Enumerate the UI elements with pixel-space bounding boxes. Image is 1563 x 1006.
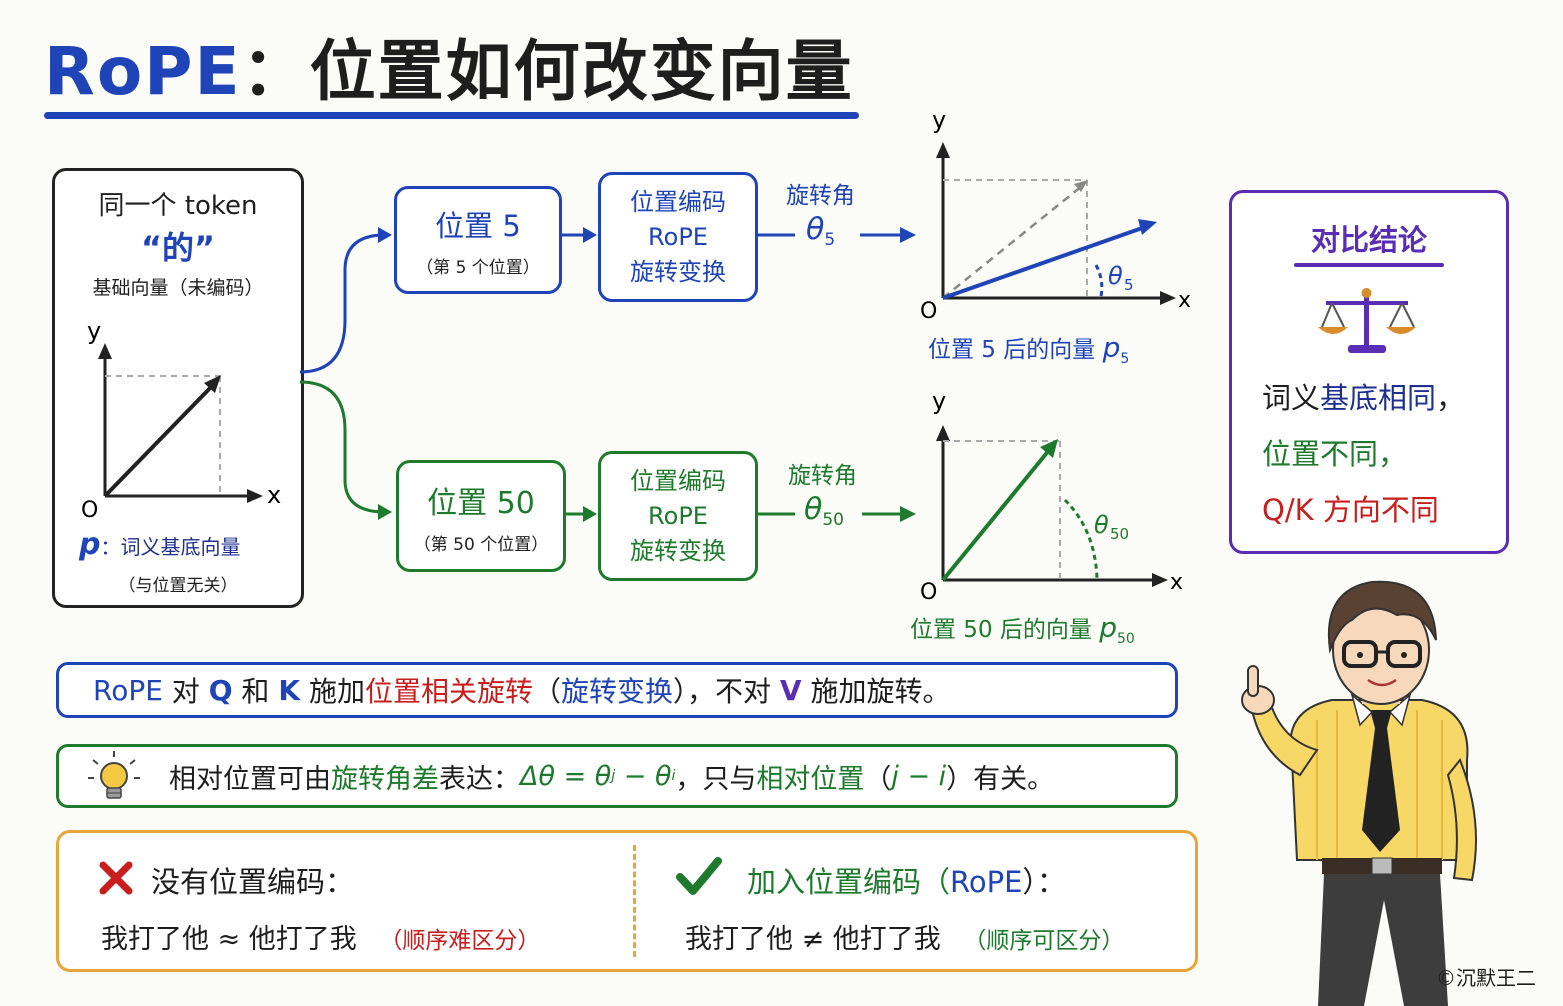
svg-text:O: O <box>920 580 937 605</box>
encoding-top-box: 位置编码 RoPE 旋转变换 <box>598 172 758 302</box>
origin-label: O <box>81 498 98 523</box>
angle-label-bottom: 旋转角 <box>788 463 857 489</box>
encoding-bottom-line3: 旋转变换 <box>630 536 726 565</box>
token-word: “的” <box>140 229 216 267</box>
result-label-50: 位置 50 后的向量 p50 <box>910 611 1135 647</box>
left-sentence: 我打了他 ≈ 他打了我 （顺序难区分） <box>101 924 541 955</box>
encoding-bottom-line1: 位置编码 <box>630 466 726 495</box>
rotated-vector-plot-5: y x O θ 5 <box>920 106 1191 324</box>
caption-p: p <box>79 527 101 562</box>
compare-box: 没有位置编码： 我打了他 ≈ 他打了我 （顺序难区分） 加入位置编码（RoPE）… <box>56 830 1198 972</box>
check-icon <box>676 857 722 895</box>
rope-note-box: RoPE 对 Q 和 K 施加位置相关旋转（旋转变换），不对 V 施加旋转。 <box>56 662 1178 718</box>
encoding-top-line2: RoPE <box>648 222 708 251</box>
position-5-box: 位置 5 （第 5 个位置） <box>394 186 562 294</box>
svg-text:O: O <box>920 299 937 324</box>
watermark: ©沉默王二 <box>1436 966 1536 990</box>
theta-top: θ5 <box>806 212 836 250</box>
title-rope: RoPE <box>44 33 242 110</box>
position-5-sub: （第 5 个位置） <box>416 257 540 278</box>
svg-text:5: 5 <box>1124 276 1134 294</box>
conclusion-line2: 位置不同， <box>1262 437 1408 471</box>
position-50-box: 位置 50 （第 50 个位置） <box>396 460 566 572</box>
encoding-top-line1: 位置编码 <box>630 187 726 216</box>
x-arrowhead <box>247 489 263 503</box>
conclusion-line3: Q/K 方向不同 <box>1262 493 1439 527</box>
title-colon: ： <box>241 33 310 110</box>
svg-text:y: y <box>932 387 946 415</box>
token-caption-sub: （与位置无关） <box>118 576 238 596</box>
position-50-title: 位置 50 <box>427 485 535 521</box>
position-5-title: 位置 5 <box>435 208 521 243</box>
teacher-illustration <box>1241 580 1477 1006</box>
right-title: 加入位置编码（RoPE）： <box>747 865 1066 899</box>
left-title: 没有位置编码： <box>151 865 355 899</box>
svg-text:x: x <box>1170 570 1183 595</box>
caption-main: ：词义基底向量 <box>100 535 241 559</box>
title-underline <box>44 112 859 119</box>
conclusion-line1: 词义基底相同， <box>1262 381 1466 415</box>
encoding-top-line3: 旋转变换 <box>630 257 726 286</box>
result-label-5: 位置 5 后的向量 p5 <box>928 331 1130 367</box>
svg-text:x: x <box>1178 288 1191 313</box>
cross-icon <box>99 861 133 895</box>
scales-icon <box>1318 288 1416 353</box>
page-title: RoPE：位置如何改变向量 <box>44 18 854 114</box>
svg-text:y: y <box>932 106 946 134</box>
base-vector-plot: y x O <box>81 317 281 523</box>
theta-bottom: θ50 <box>804 492 844 530</box>
token-caption: p：词义基底向量 <box>79 527 301 562</box>
position-50-sub: （第 50 个位置） <box>413 534 549 555</box>
svg-text:θ: θ <box>1094 511 1109 539</box>
token-line3: 基础向量（未编码） <box>92 277 264 299</box>
svg-text:50: 50 <box>1110 525 1129 543</box>
token-line1: 同一个 token <box>98 191 258 221</box>
conclusion-box: 对比结论 词义基底相同， 位置不同， Q/K 方向不同 <box>1229 190 1509 554</box>
right-sentence: 我打了他 ≠ 他打了我 （顺序可区分） <box>685 924 1125 955</box>
x-label: x <box>267 481 281 509</box>
svg-text:θ: θ <box>1108 262 1123 290</box>
encoding-bottom-box: 位置编码 RoPE 旋转变换 <box>598 451 758 581</box>
title-rest: 位置如何改变向量 <box>309 33 854 110</box>
rotated-vector-plot-50: y x O θ 50 <box>920 387 1183 605</box>
encoding-bottom-line2: RoPE <box>648 501 708 530</box>
base-vector <box>103 381 217 498</box>
token-box: 同一个 token “的” 基础向量（未编码） y x O p：词义基底向量 （… <box>52 168 304 608</box>
compare-divider <box>633 845 636 957</box>
y-arrowhead <box>98 343 112 359</box>
lightbulb-icon <box>88 751 140 799</box>
conclusion-title: 对比结论 <box>1310 223 1427 257</box>
y-label: y <box>87 317 101 345</box>
angle-label-top: 旋转角 <box>786 183 855 209</box>
conclusion-underline <box>1294 263 1444 267</box>
